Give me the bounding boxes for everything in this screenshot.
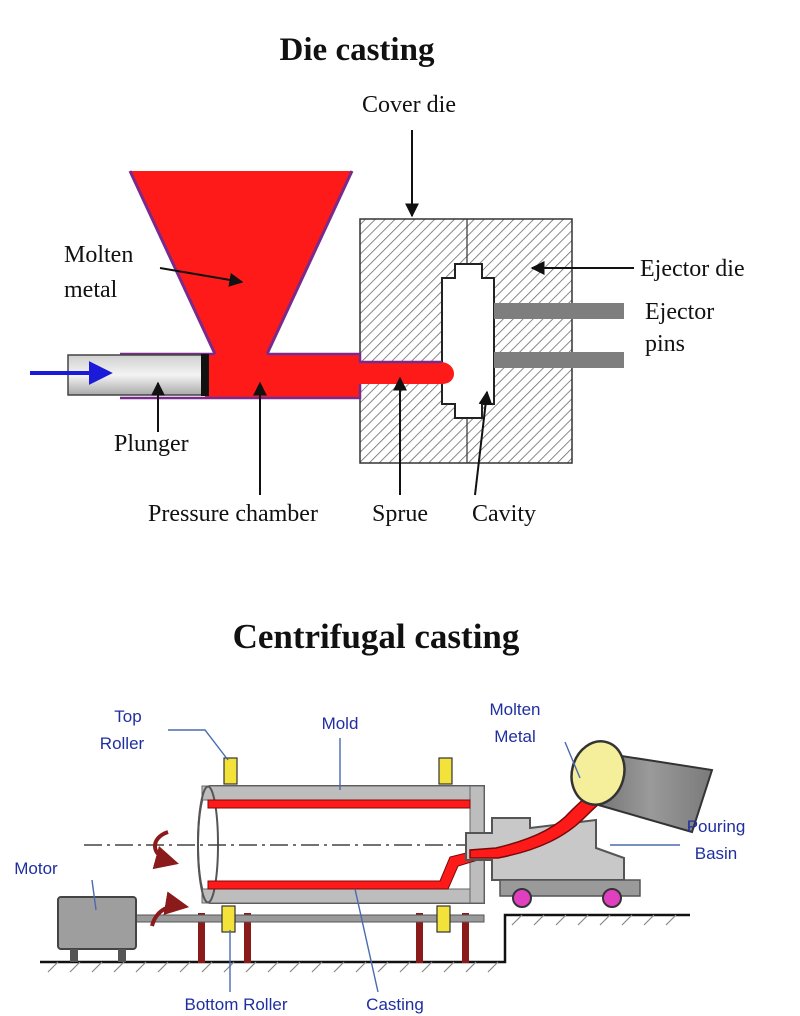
- ejector-pins: [494, 303, 624, 368]
- molten-metal-body: [120, 170, 454, 400]
- casting-layer: [207, 799, 479, 890]
- ejector-die-label: Ejector die: [640, 256, 745, 282]
- ground: [40, 913, 690, 973]
- top-rollers: [223, 757, 453, 785]
- centrifugal-casting-title: Centrifugal casting: [233, 617, 520, 656]
- cavity-label: Cavity: [472, 501, 536, 527]
- cover-die-label: Cover die: [362, 92, 456, 118]
- motor: [57, 896, 137, 962]
- plunger-label: Plunger: [114, 431, 189, 457]
- motor-label: Motor: [14, 859, 58, 878]
- ejector-pins-label-line1: Ejector: [645, 299, 714, 325]
- pressure-chamber-label: Pressure chamber: [148, 501, 318, 527]
- ejector-pins-label-line2: pins: [645, 331, 685, 357]
- centrifugal-leader-lines: [91, 729, 680, 993]
- molten-metal-label-line1: Molten: [64, 242, 133, 268]
- top-roller-label-line1: Top: [114, 707, 141, 726]
- mold-label: Mold: [322, 714, 359, 733]
- sprue-label: Sprue: [372, 501, 428, 527]
- molten-metal-label-line2: Metal: [494, 727, 536, 746]
- casting-label: Casting: [366, 995, 424, 1014]
- bottom-roller-label: Bottom Roller: [185, 995, 288, 1014]
- support-posts: [198, 913, 469, 963]
- ladle: [570, 740, 714, 834]
- top-roller-label-line2: Roller: [100, 734, 145, 753]
- molten-metal-label-line2: metal: [64, 277, 118, 303]
- molten-metal-label-line1: Molten: [489, 700, 540, 719]
- pouring-basin-label-line1: Pouring: [687, 817, 746, 836]
- cart-wheels: [512, 888, 622, 908]
- pouring-basin: [465, 817, 641, 897]
- die-casting-title: Die casting: [280, 32, 435, 68]
- rotation-arrows: [150, 830, 190, 927]
- drive-shaft: [135, 914, 485, 923]
- bottom-rollers: [221, 905, 451, 933]
- pouring-basin-label-line2: Basin: [695, 844, 738, 863]
- die-leader-arrows: [151, 130, 634, 496]
- die-cavity: [441, 263, 495, 419]
